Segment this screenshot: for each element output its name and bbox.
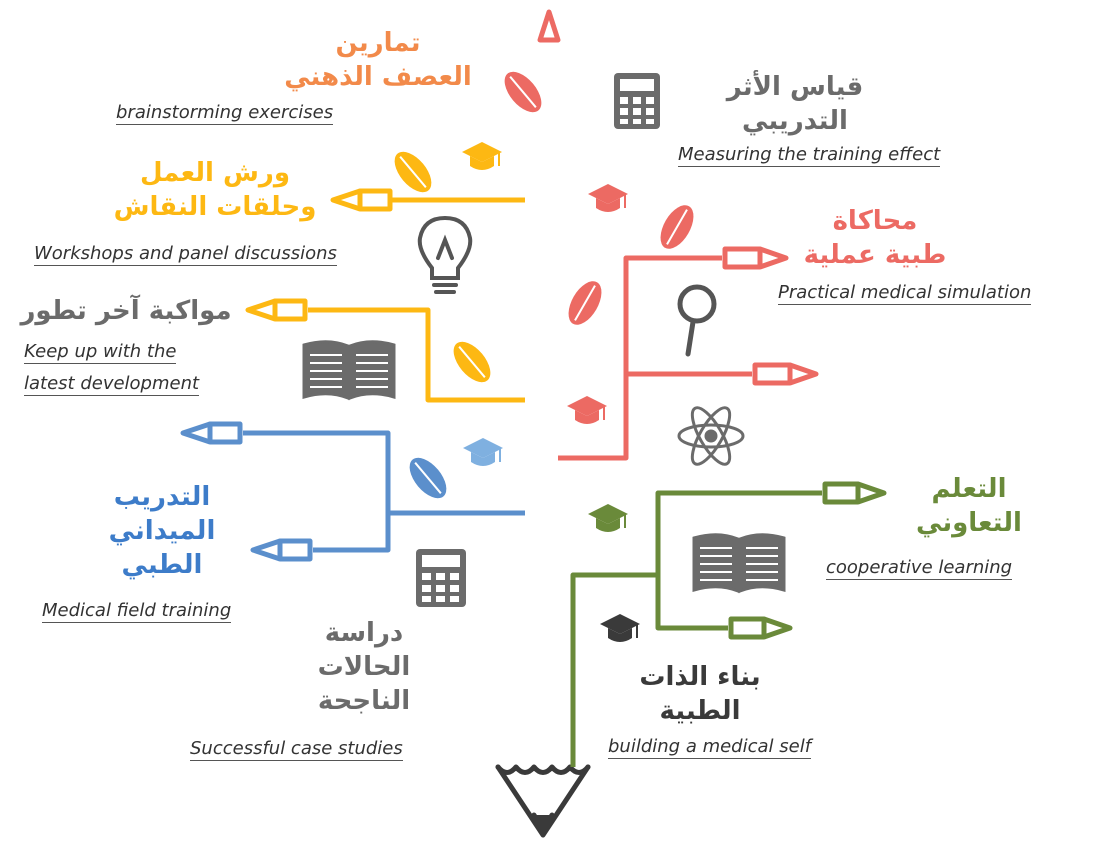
- medical-self-title: بناء الذات الطبية: [610, 660, 790, 728]
- field-training-title-line1: التدريب: [113, 482, 211, 512]
- magnifier-icon: [677, 284, 717, 357]
- red-branches: [558, 246, 819, 461]
- cooperative-title: التعلم التعاوني: [884, 472, 1054, 540]
- measuring-caption: Measuring the training effect: [678, 144, 941, 167]
- medical-self-caption: building a medical self: [608, 736, 812, 759]
- brainstorming-title: تمارين العصف الذهني: [260, 26, 496, 94]
- case-studies-caption: Successful case studies: [190, 738, 403, 761]
- simulation-title: محاكاة طبية عملية: [780, 204, 970, 272]
- blue-branches: [180, 421, 525, 562]
- measuring-title: قياس الأثر التدريبي: [690, 70, 900, 138]
- field-training-title: التدريب الميداني الطبي: [62, 480, 262, 582]
- graduation-cap-icon: [463, 438, 503, 466]
- leaf-icon: [453, 341, 491, 383]
- keep-up-caption-line1: Keep up with the: [24, 341, 177, 364]
- keep-up-caption-line2: latest development: [24, 373, 200, 396]
- case-studies-title-line3: الناجحة: [317, 686, 411, 716]
- atom-icon: [677, 406, 745, 466]
- pencil-icon: [495, 9, 591, 838]
- cooperative-caption: cooperative learning: [826, 557, 1013, 580]
- field-training-title-line3: الطبي: [121, 550, 203, 580]
- case-studies-title: دراسة الحالات الناجحة: [284, 616, 444, 718]
- case-studies-title-line2: الحالات: [317, 652, 411, 682]
- simulation-caption: Practical medical simulation: [778, 282, 1032, 305]
- green-branches: [570, 481, 887, 767]
- field-training-title-line2: الميداني: [108, 516, 216, 546]
- simulation-title-line1: محاكاة: [832, 206, 918, 236]
- workshops-title: ورش العمل وحلقات النقاش: [100, 156, 330, 224]
- graduation-cap-icon: [600, 614, 640, 642]
- graduation-cap-icon: [567, 396, 607, 424]
- graduation-cap-icon: [588, 184, 628, 212]
- yellow-branches: [245, 188, 525, 403]
- measuring-title-line1: قياس الأثر: [726, 72, 864, 102]
- lightbulb-icon: [417, 215, 473, 294]
- keep-up-title: مواكبة آخر تطور: [6, 294, 246, 328]
- cooperative-title-line1: التعلم: [931, 474, 1007, 504]
- workshops-title-line2: وحلقات النقاش: [113, 192, 317, 222]
- graduation-cap-icon: [588, 504, 628, 532]
- book-icon: [692, 533, 786, 594]
- keep-up-title-line1: مواكبة آخر تطور: [20, 296, 232, 326]
- medical-self-title-line1: بناء الذات: [639, 662, 761, 692]
- field-training-caption: Medical field training: [42, 600, 232, 623]
- workshops-title-line1: ورش العمل: [139, 158, 291, 188]
- calculator-icon: [416, 549, 466, 607]
- brainstorming-title-line1: تمارين: [335, 28, 421, 58]
- leaf-icon: [660, 205, 694, 249]
- cooperative-title-line2: التعاوني: [916, 508, 1022, 538]
- leaf-icon: [504, 71, 542, 113]
- graduation-cap-icon: [462, 142, 502, 170]
- measuring-title-line2: التدريبي: [742, 106, 848, 136]
- leaf-icon: [568, 281, 602, 325]
- medical-self-title-line2: الطبية: [659, 696, 741, 726]
- simulation-title-line2: طبية عملية: [803, 240, 947, 270]
- leaf-icon: [409, 457, 447, 499]
- workshops-caption: Workshops and panel discussions: [34, 243, 337, 266]
- book-icon: [302, 340, 396, 401]
- brainstorming-caption: brainstorming exercises: [116, 102, 334, 125]
- calculator-icon: [614, 73, 660, 129]
- leaf-icon: [394, 151, 432, 193]
- brainstorming-title-line2: العصف الذهني: [284, 62, 472, 92]
- case-studies-title-line1: دراسة: [324, 618, 404, 648]
